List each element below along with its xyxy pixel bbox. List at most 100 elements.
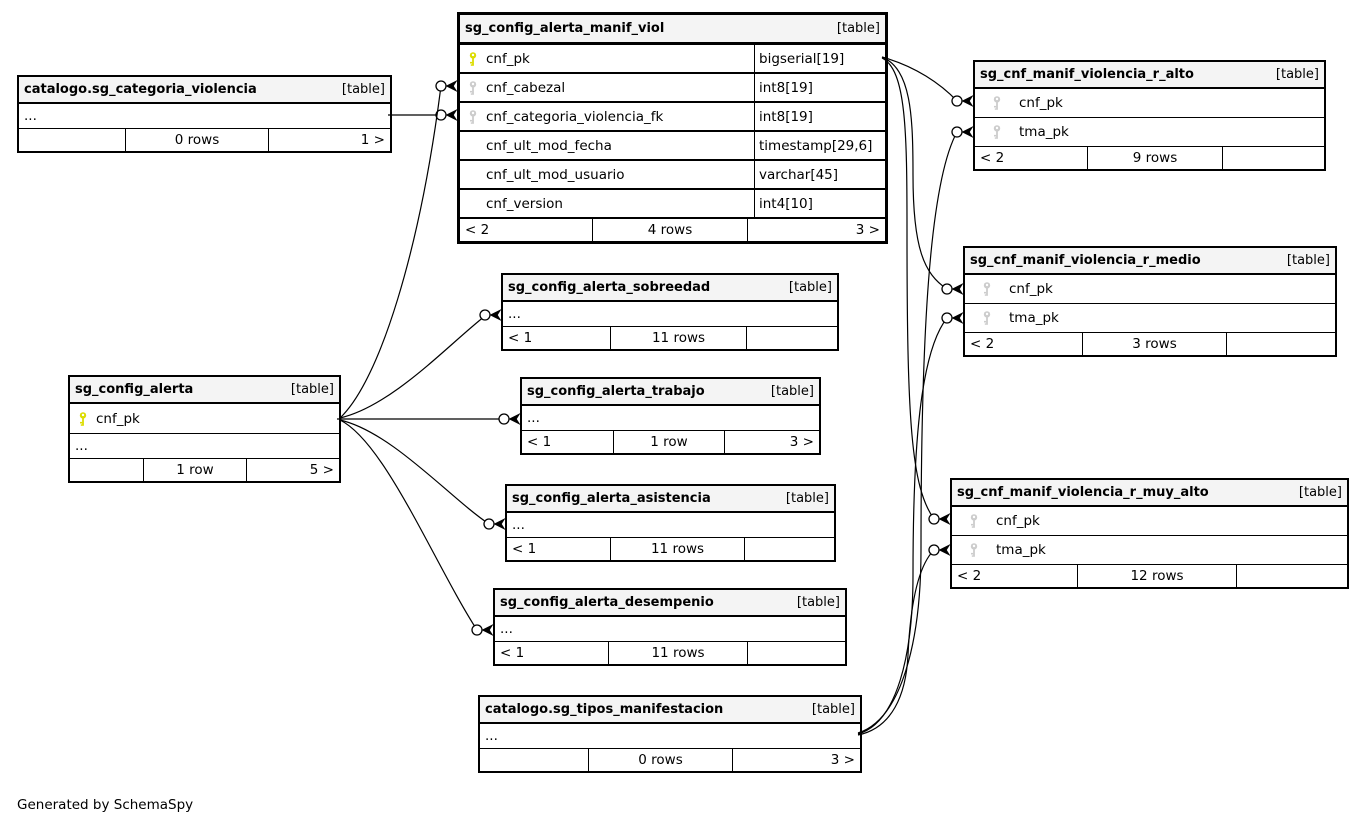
footer-incoming: < 2	[957, 568, 982, 584]
table-type-tag: [table]	[785, 491, 829, 506]
table-catalogo-sg-categoria-violencia[interactable]: catalogo.sg_categoria_violencia [table] …	[17, 75, 392, 153]
column-row: cnf_pk	[952, 507, 1347, 536]
table-header[interactable]: sg_config_alerta [table]	[70, 377, 339, 404]
table-footer: 1 row 5 >	[70, 459, 339, 481]
footer-incoming	[19, 129, 125, 151]
table-header[interactable]: catalogo.sg_categoria_violencia [table]	[19, 77, 390, 104]
footer-outgoing	[1227, 333, 1335, 355]
footer-rowcount: 3 rows	[1082, 333, 1227, 355]
footer-incoming	[70, 459, 143, 481]
table-footer: < 2 12 rows	[952, 565, 1347, 587]
footer-rowcount: 4 rows	[592, 219, 748, 241]
ellipsis-text: ...	[75, 438, 88, 454]
table-header[interactable]: sg_config_alerta_desempenio [table]	[495, 590, 845, 617]
column-row: cnf_version int4[10]	[460, 190, 885, 219]
foreign-key-icon	[993, 125, 1001, 139]
column-name: cnf_pk	[486, 50, 530, 67]
column-type: int8[19]	[754, 103, 885, 130]
table-header[interactable]: catalogo.sg_tipos_manifestacion [table]	[480, 697, 860, 724]
table-header[interactable]: sg_config_alerta_asistencia [table]	[507, 486, 834, 513]
footer-incoming: < 1	[512, 541, 537, 557]
table-name[interactable]: catalogo.sg_tipos_manifestacion	[485, 702, 724, 717]
table-name[interactable]: sg_config_alerta_manif_viol	[465, 21, 665, 36]
footer-outgoing: 3 >	[830, 752, 855, 768]
table-sg-config-alerta-sobreedad[interactable]: sg_config_alerta_sobreedad [table] ... <…	[501, 273, 839, 351]
table-name[interactable]: sg_config_alerta_desempenio	[500, 595, 714, 610]
table-sg-config-alerta[interactable]: sg_config_alerta [table] cnf_pk ... 1 ro…	[68, 375, 341, 483]
foreign-key-icon	[983, 311, 991, 325]
table-sg-cnf-manif-violencia-r-medio[interactable]: sg_cnf_manif_violencia_r_medio [table] c…	[963, 246, 1337, 357]
column-type: int8[19]	[754, 74, 885, 101]
column-type: int4[10]	[754, 190, 885, 217]
table-sg-config-alerta-trabajo[interactable]: sg_config_alerta_trabajo [table] ... < 1…	[520, 377, 821, 455]
footer-outgoing	[1237, 565, 1347, 587]
edge-manif-viol-to-r-medio	[881, 56, 964, 296]
table-footer: < 2 3 rows	[965, 333, 1335, 355]
table-footer: < 1 11 rows	[507, 538, 834, 560]
column-type: timestamp[29,6]	[754, 132, 885, 159]
table-name[interactable]: sg_config_alerta_trabajo	[527, 384, 705, 399]
foreign-key-icon	[970, 543, 978, 557]
table-sg-config-alerta-manif-viol[interactable]: sg_config_alerta_manif_viol [table] cnf_…	[457, 12, 888, 244]
ellipsis-text: ...	[485, 728, 498, 744]
table-name[interactable]: sg_cnf_manif_violencia_r_medio	[970, 253, 1201, 268]
table-type-tag: [table]	[290, 382, 334, 397]
footer-outgoing	[745, 538, 834, 560]
table-header[interactable]: sg_config_alerta_manif_viol [table]	[460, 15, 885, 45]
table-type-tag: [table]	[788, 280, 832, 295]
footer-rowcount: 12 rows	[1077, 565, 1237, 587]
table-sg-cnf-manif-violencia-r-alto[interactable]: sg_cnf_manif_violencia_r_alto [table] cn…	[973, 60, 1326, 171]
table-header[interactable]: sg_config_alerta_sobreedad [table]	[503, 275, 837, 302]
table-name[interactable]: sg_config_alerta_asistencia	[512, 491, 711, 506]
footer-rowcount: 11 rows	[608, 642, 748, 664]
table-header[interactable]: sg_cnf_manif_violencia_r_alto [table]	[975, 62, 1324, 89]
foreign-key-icon	[970, 514, 978, 528]
columns-ellipsis-row: ...	[503, 302, 837, 327]
column-row: cnf_ult_mod_fecha timestamp[29,6]	[460, 132, 885, 161]
table-name[interactable]: catalogo.sg_categoria_violencia	[24, 82, 257, 97]
edge-manif-viol-to-r-alto	[881, 56, 974, 108]
table-type-tag: [table]	[1298, 485, 1342, 500]
column-row: tma_pk	[975, 118, 1324, 147]
table-header[interactable]: sg_config_alerta_trabajo [table]	[522, 379, 819, 406]
ellipsis-text: ...	[500, 621, 513, 637]
table-name[interactable]: sg_config_alerta	[75, 382, 194, 397]
table-header[interactable]: sg_cnf_manif_violencia_r_medio [table]	[965, 248, 1335, 275]
table-name[interactable]: sg_cnf_manif_violencia_r_alto	[980, 67, 1194, 82]
table-type-tag: [table]	[770, 384, 814, 399]
column-row: cnf_pk	[965, 275, 1335, 304]
table-header[interactable]: sg_cnf_manif_violencia_r_muy_alto [table…	[952, 480, 1347, 507]
table-sg-cnf-manif-violencia-r-muy-alto[interactable]: sg_cnf_manif_violencia_r_muy_alto [table…	[950, 478, 1349, 589]
column-row: cnf_categoria_violencia_fk int8[19]	[460, 103, 885, 132]
foreign-key-icon	[983, 282, 991, 296]
column-name: cnf_cabezal	[486, 79, 566, 96]
footer-incoming: < 2	[980, 150, 1005, 166]
footer-outgoing: 3 >	[789, 434, 814, 450]
table-sg-config-alerta-desempenio[interactable]: sg_config_alerta_desempenio [table] ... …	[493, 588, 847, 666]
columns-ellipsis-row: ...	[70, 434, 339, 459]
table-type-tag: [table]	[836, 21, 880, 36]
table-sg-config-alerta-asistencia[interactable]: sg_config_alerta_asistencia [table] ... …	[505, 484, 836, 562]
edge-categoria-violencia-to-manif-viol-fk	[388, 108, 458, 122]
column-name: cnf_ult_mod_fecha	[486, 137, 612, 154]
edge-config-alerta-to-desempenio	[339, 419, 494, 637]
footer-rowcount: 0 rows	[588, 749, 733, 771]
column-row: cnf_ult_mod_usuario varchar[45]	[460, 161, 885, 190]
footer-incoming: < 2	[465, 222, 490, 238]
column-name: cnf_pk	[1019, 95, 1063, 111]
table-footer: < 1 11 rows	[503, 327, 837, 349]
footer-rowcount: 1 row	[613, 431, 725, 453]
primary-key-icon	[469, 51, 477, 66]
columns-ellipsis-row: ...	[495, 617, 845, 642]
table-type-tag: [table]	[796, 595, 840, 610]
column-name: cnf_ult_mod_usuario	[486, 166, 625, 183]
footer-incoming: < 2	[970, 336, 995, 352]
table-catalogo-sg-tipos-manifestacion[interactable]: catalogo.sg_tipos_manifestacion [table] …	[478, 695, 862, 773]
foreign-key-icon	[469, 109, 477, 124]
table-name[interactable]: sg_cnf_manif_violencia_r_muy_alto	[957, 485, 1209, 500]
table-name[interactable]: sg_config_alerta_sobreedad	[508, 280, 711, 295]
schemaspy-credit: Generated by SchemaSpy	[17, 797, 194, 813]
column-row: tma_pk	[952, 536, 1347, 565]
foreign-key-icon	[993, 96, 1001, 110]
footer-outgoing	[1223, 147, 1324, 169]
